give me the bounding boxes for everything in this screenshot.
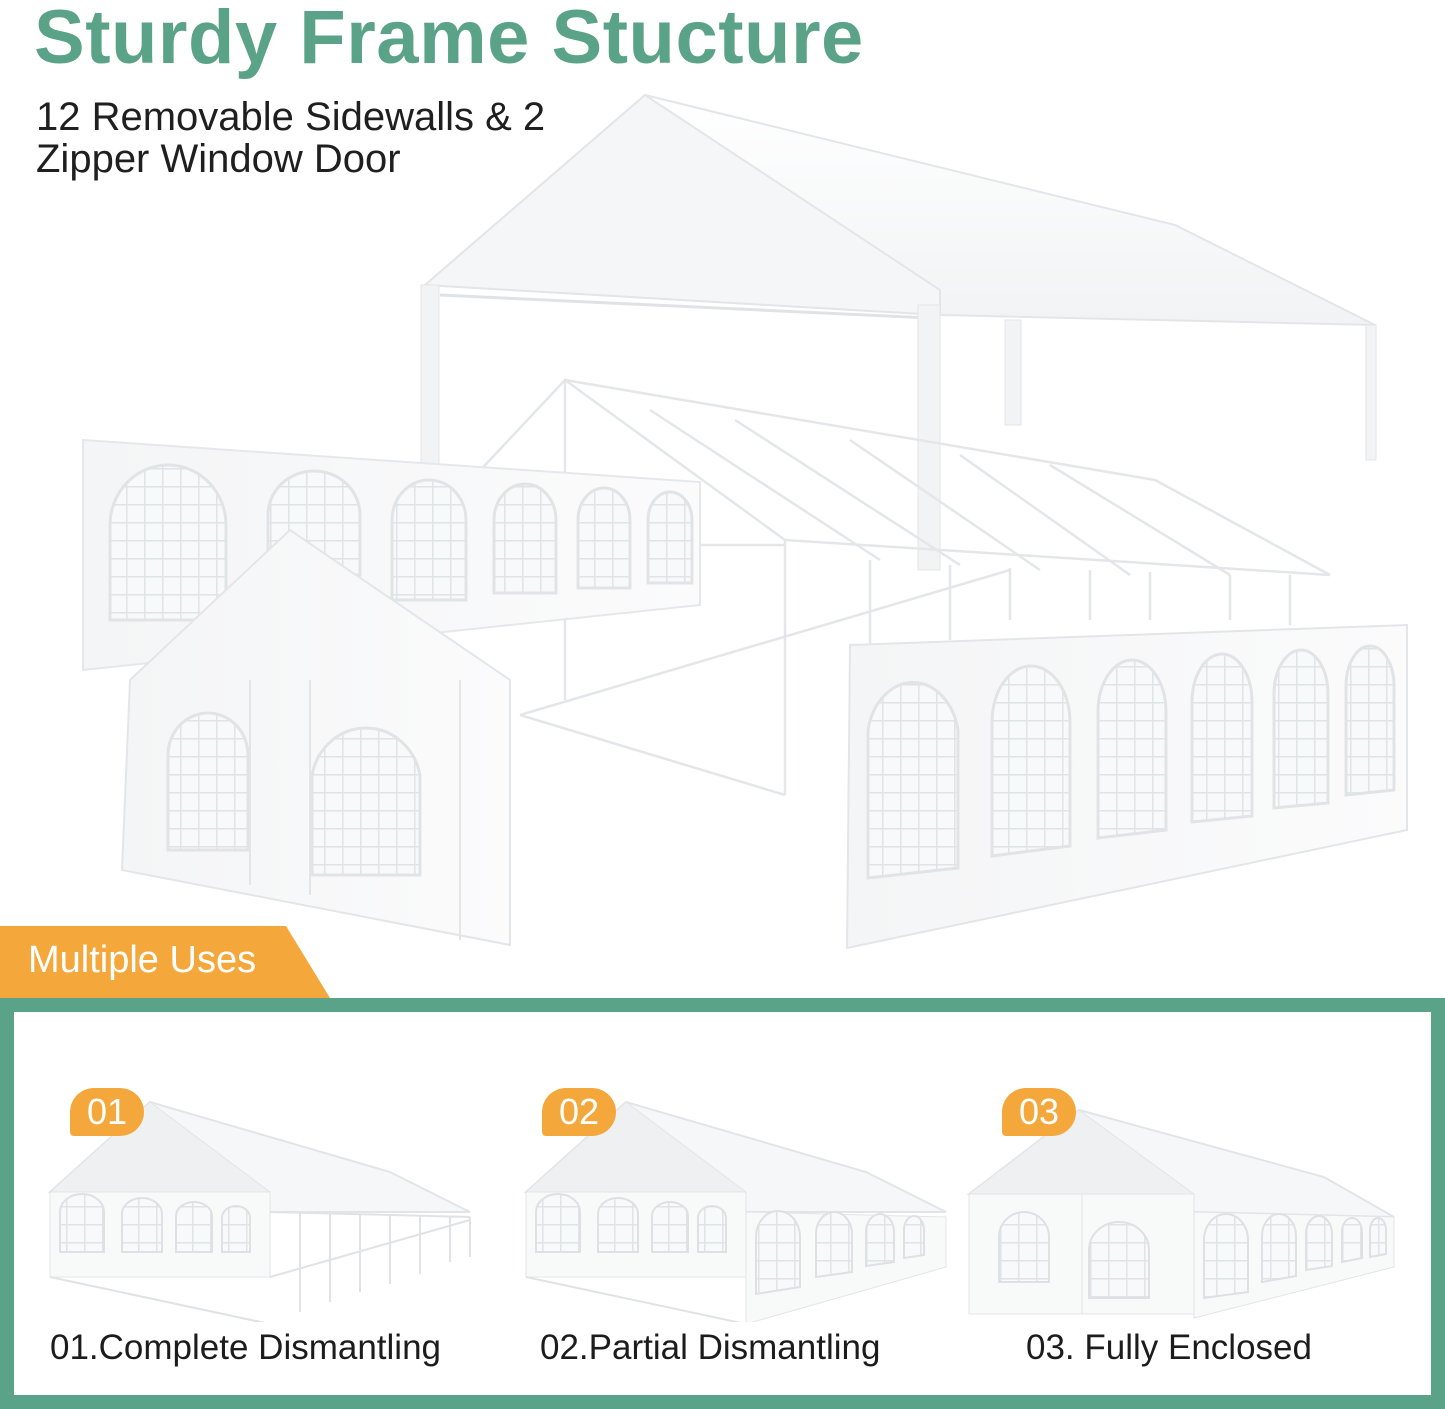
tent-partial-sides-image bbox=[523, 1100, 947, 1322]
tent-fully-enclosed-image bbox=[966, 1108, 1395, 1319]
multiple-uses-banner: Multiple Uses bbox=[0, 926, 330, 998]
uses-panel: 01 01.Complete Dismantling 02 02.Partial… bbox=[0, 998, 1445, 1409]
uses-panel-inner: 01 01.Complete Dismantling 02 02.Partial… bbox=[14, 1012, 1431, 1395]
use-item-fully-enclosed: 03 03. Fully Enclosed bbox=[964, 1012, 1434, 1392]
badge-01: 01 bbox=[70, 1088, 144, 1136]
roof-canopy bbox=[420, 93, 1377, 571]
caption-partial-dismantling: 02.Partial Dismantling bbox=[540, 1328, 881, 1367]
exploded-tent-illustration bbox=[0, 80, 1445, 960]
page-subtitle: 12 Removable Sidewalls & 2 Zipper Window… bbox=[36, 95, 546, 181]
use-item-complete-dismantling: 01 01.Complete Dismantling bbox=[30, 1012, 500, 1392]
page-title: Sturdy Frame Stucture bbox=[34, 0, 864, 80]
caption-complete-dismantling: 01.Complete Dismantling bbox=[50, 1328, 442, 1367]
gable-end-wall bbox=[120, 528, 511, 947]
multiple-uses-label: Multiple Uses bbox=[28, 939, 257, 981]
badge-02: 02 bbox=[542, 1088, 616, 1136]
caption-fully-enclosed: 03. Fully Enclosed bbox=[1026, 1328, 1312, 1367]
use-item-partial-dismantling: 02 02.Partial Dismantling bbox=[506, 1012, 976, 1392]
badge-03: 03 bbox=[1002, 1088, 1076, 1136]
front-sidewall bbox=[845, 623, 1408, 950]
